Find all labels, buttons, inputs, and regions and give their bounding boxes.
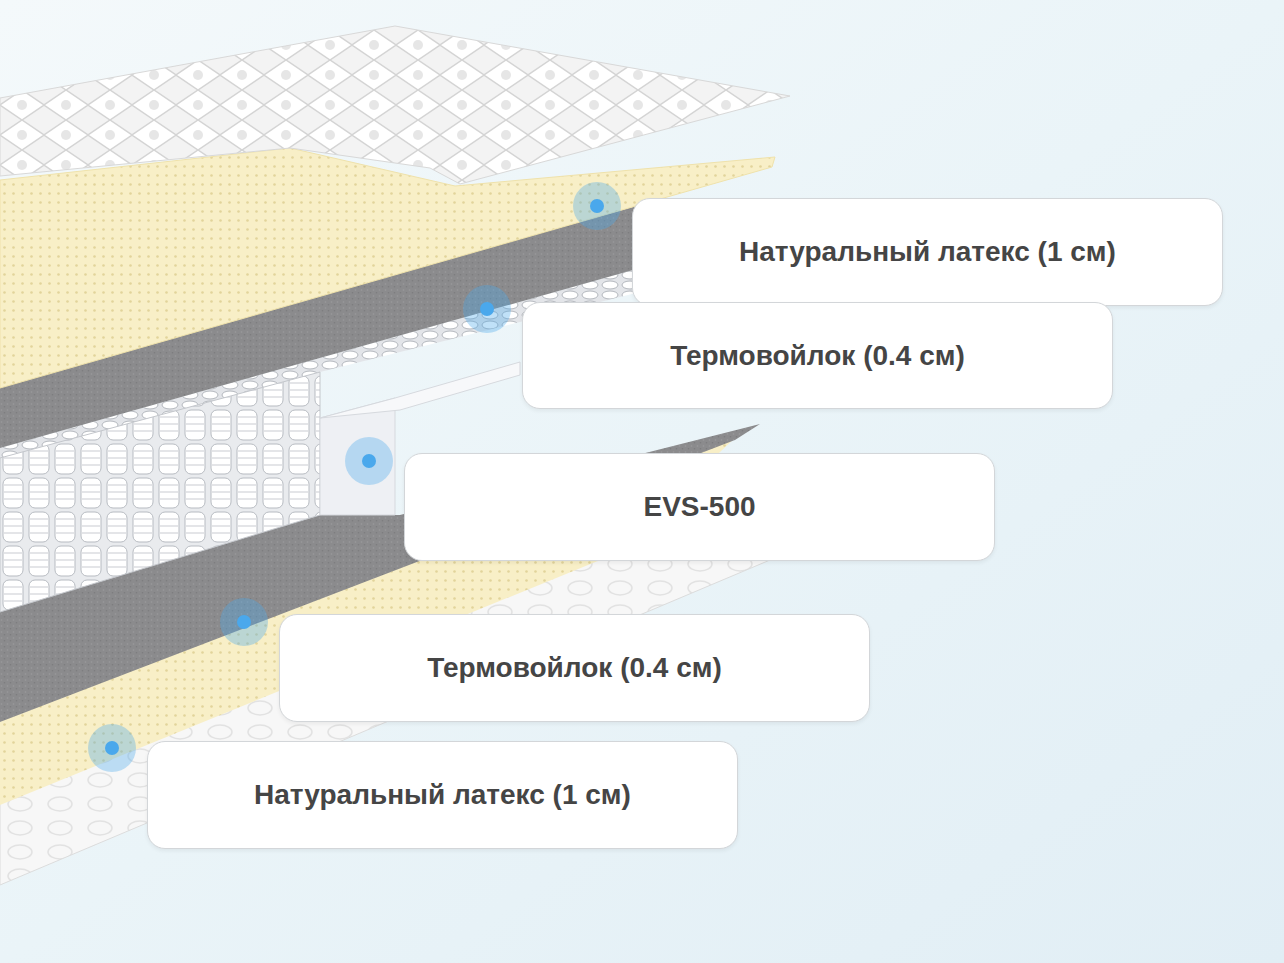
marker-halo [88,724,136,772]
top-cover [0,26,790,184]
layer-label: Термовойлок (0.4 см) [670,340,965,372]
marker-halo [463,285,511,333]
layer-label: Термовойлок (0.4 см) [427,652,722,684]
marker-dot [480,302,494,316]
marker-dot [105,741,119,755]
layer-label: Натуральный латекс (1 см) [739,236,1116,268]
marker-halo [573,182,621,230]
marker-dot [590,199,604,213]
callout-box: EVS-500 [404,453,995,561]
evs-frame-top [320,362,520,418]
marker-dot [362,454,376,468]
callout-box: Термовойлок (0.4 см) [522,302,1113,409]
callout-box: Натуральный латекс (1 см) [147,741,738,849]
layer-label: EVS-500 [643,491,755,523]
marker-halo [345,437,393,485]
callout-box: Термовойлок (0.4 см) [279,614,870,722]
layer-label: Натуральный латекс (1 см) [254,779,631,811]
marker-halo [220,598,268,646]
marker-dot [237,615,251,629]
callout-box: Натуральный латекс (1 см) [632,198,1223,306]
